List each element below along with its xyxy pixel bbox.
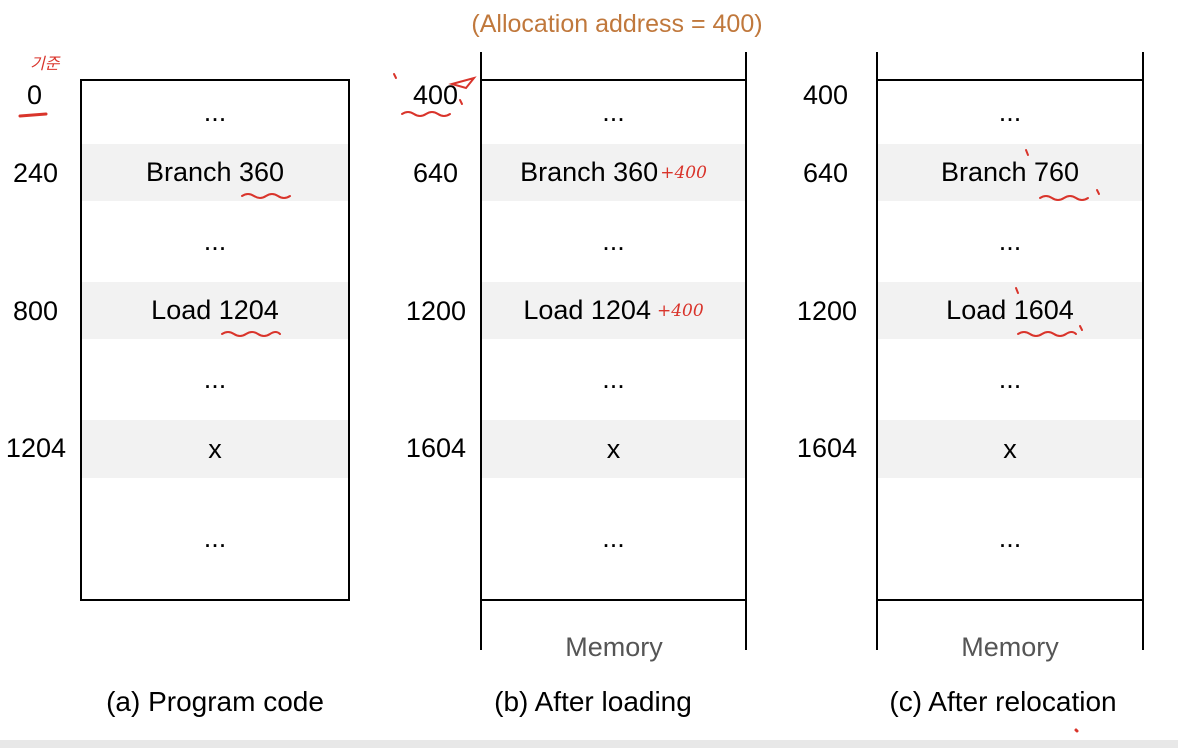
memory-cell-load: Load 1204 bbox=[80, 282, 350, 341]
memory-cell: ... bbox=[876, 79, 1144, 146]
underline-mark bbox=[18, 112, 48, 118]
address-label: 800 bbox=[12, 296, 58, 326]
address-label: 640 bbox=[412, 158, 458, 188]
memory-cell-branch: Branch 360+400 bbox=[480, 144, 747, 203]
memory-cell: ... bbox=[80, 201, 350, 284]
memory-cell: ... bbox=[480, 201, 747, 284]
memory-cell-load: Load 1604 bbox=[876, 282, 1144, 341]
memory-cell: ... bbox=[480, 339, 747, 422]
address-label: 400 bbox=[412, 80, 458, 110]
branch-text: Branch 360 bbox=[520, 157, 659, 187]
handwritten-note: 기준 bbox=[30, 54, 60, 73]
caption-after-relocation: (c) After relocation bbox=[889, 686, 1117, 717]
memory-cell: ... bbox=[876, 478, 1144, 601]
memory-cell: ... bbox=[480, 79, 747, 146]
caption-program-code: (a) Program code bbox=[106, 686, 324, 717]
allocation-address-title: (Allocation address = 400) bbox=[471, 10, 763, 38]
memory-label: Memory bbox=[961, 632, 1059, 662]
memory-cell-load: Load 1204+400 bbox=[480, 282, 747, 341]
bottom-strip bbox=[0, 740, 1178, 748]
address-label: 400 bbox=[802, 80, 848, 110]
memory-cell: ... bbox=[80, 339, 350, 422]
memory-cell: ... bbox=[80, 478, 350, 601]
address-label: 1604 bbox=[796, 433, 857, 463]
plus-offset-note: +400 bbox=[656, 300, 704, 321]
dot-mark bbox=[1074, 728, 1079, 733]
memory-cell-x: x bbox=[876, 420, 1144, 480]
memory-cell: ... bbox=[876, 339, 1144, 422]
address-label: 640 bbox=[802, 158, 848, 188]
address-label: 1204 bbox=[5, 433, 66, 463]
memory-cell-branch: Branch 760 bbox=[876, 144, 1144, 203]
address-label: 0 bbox=[26, 80, 42, 110]
plus-offset-note: +400 bbox=[660, 162, 707, 183]
memory-cell-x: x bbox=[480, 420, 747, 480]
memory-cell: ... bbox=[80, 79, 350, 146]
address-label: 1200 bbox=[405, 296, 466, 326]
caption-after-loading: (b) After loading bbox=[494, 686, 692, 717]
memory-label: Memory bbox=[565, 632, 663, 662]
memory-cell-x: x bbox=[80, 420, 350, 480]
address-label: 1200 bbox=[796, 296, 857, 326]
address-label: 240 bbox=[12, 158, 58, 188]
load-text: Load 1204 bbox=[523, 295, 651, 325]
address-label: 1604 bbox=[405, 433, 466, 463]
squiggle-underline-mark bbox=[401, 111, 451, 117]
memory-cell: ... bbox=[480, 478, 747, 601]
memory-cell: ... bbox=[876, 201, 1144, 284]
memory-cell-branch: Branch 360 bbox=[80, 144, 350, 203]
